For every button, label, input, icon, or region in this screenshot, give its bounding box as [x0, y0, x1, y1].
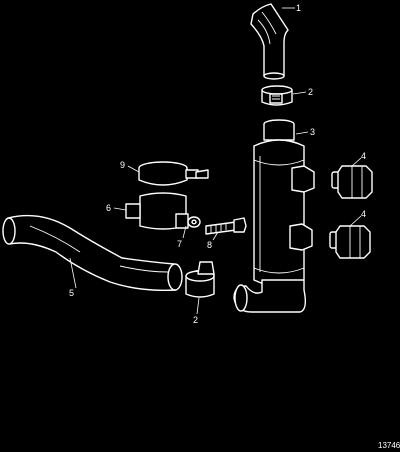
callout-4-upper: 4 — [361, 151, 366, 161]
callout-8: 8 — [207, 240, 212, 250]
part-8-bolt — [205, 217, 247, 235]
callout-2-lower: 2 — [193, 315, 198, 325]
part-5-hose — [2, 214, 183, 291]
part-4-fitting-lower — [329, 225, 371, 259]
callout-1: 1 — [296, 3, 301, 13]
part-2-hose-clamp-lower — [185, 261, 215, 298]
callout-4-lower: 4 — [361, 209, 366, 219]
callout-3: 3 — [310, 127, 315, 137]
figure-id: 13746 — [378, 441, 400, 450]
part-7-washer — [187, 216, 201, 228]
part-2-hose-clamp-upper — [261, 85, 293, 106]
callout-9: 9 — [120, 160, 125, 170]
part-9-band-clamp — [138, 161, 209, 186]
part-6-bracket — [125, 192, 189, 230]
callout-5: 5 — [69, 288, 74, 298]
leader-lines — [69, 7, 362, 315]
part-1-elbow-hose — [250, 3, 289, 80]
callout-6: 6 — [106, 203, 111, 213]
callout-7: 7 — [177, 239, 182, 249]
part-4-fitting-upper — [331, 165, 373, 199]
callout-2-upper: 2 — [308, 87, 313, 97]
part-3-heat-exchanger — [233, 119, 315, 313]
